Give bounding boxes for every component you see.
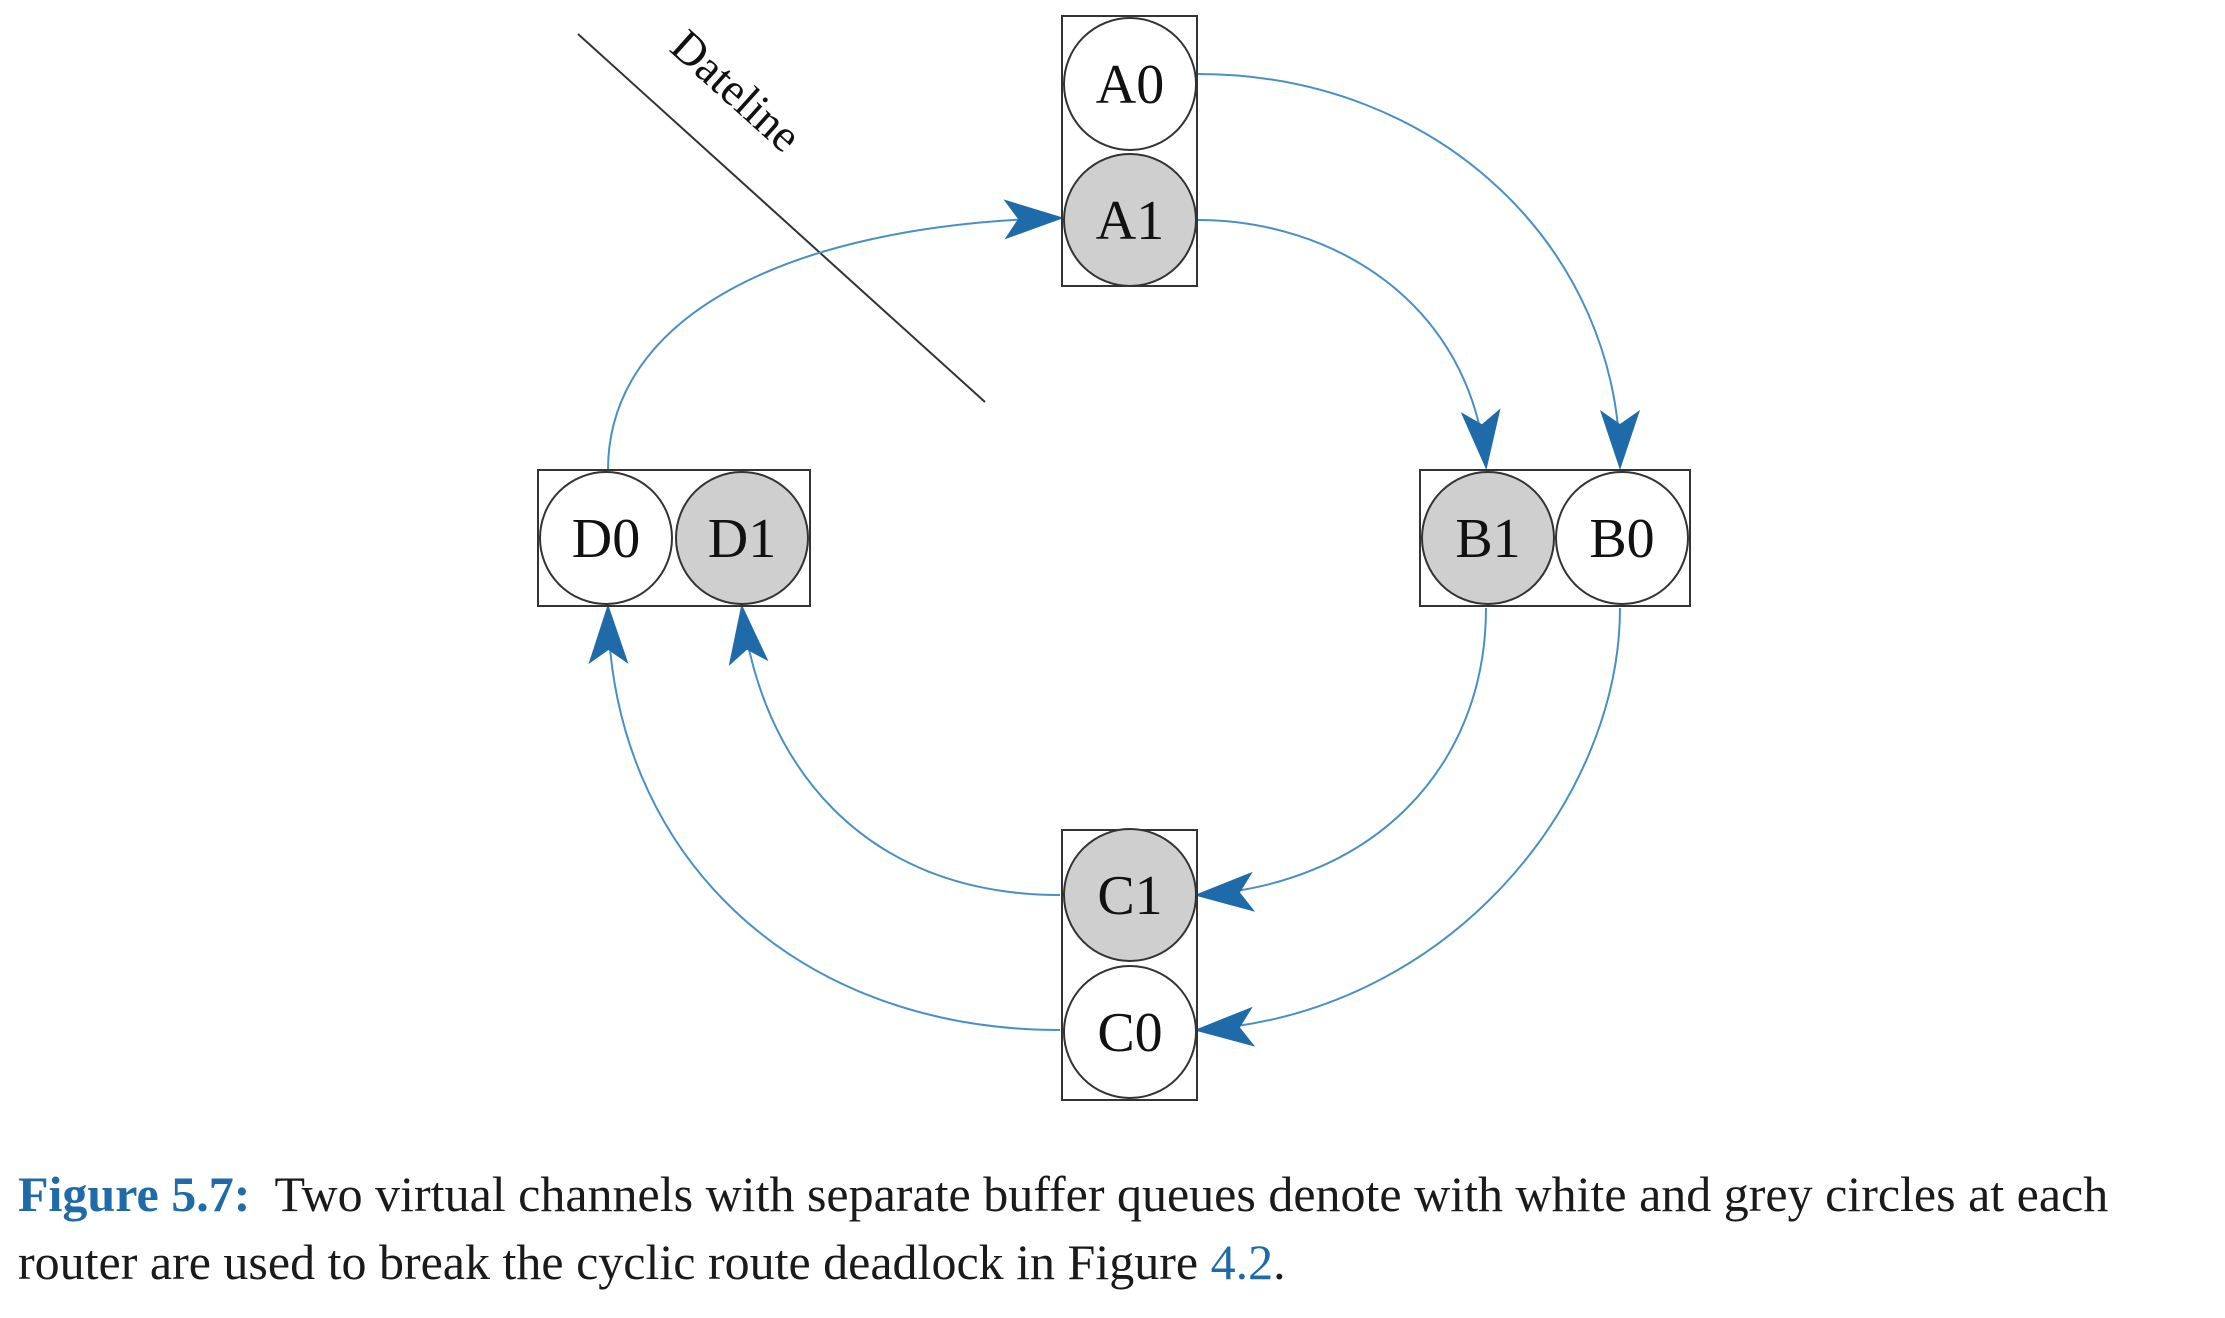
buffer-b1 — [1421, 471, 1555, 605]
buffer-a0-label: A0 — [1096, 54, 1164, 116]
link-b1-to-c1 — [1194, 607, 1487, 912]
link-c0-to-d0 — [588, 604, 1061, 1031]
buffer-c0-label: C0 — [1097, 1002, 1162, 1064]
figure-label: Figure 5.7: — [18, 1166, 251, 1222]
buffer-a1-label: A1 — [1096, 190, 1164, 252]
router-d-box — [537, 469, 811, 607]
figure-reference-link[interactable]: 4.2 — [1210, 1234, 1274, 1290]
router-a: A0 A1 — [1061, 15, 1198, 287]
buffer-b1-label: B1 — [1455, 508, 1520, 570]
buffer-d1-label: D1 — [708, 508, 776, 570]
buffer-c1-label: C1 — [1097, 865, 1162, 927]
buffer-d0 — [539, 471, 673, 605]
virtual-channel-diagram: Dateline A0 A1 B1 B0 C1 C0 D0 D1 — [537, 15, 1691, 1101]
router-c: C1 C0 — [1061, 828, 1198, 1101]
buffer-d0-label: D0 — [572, 508, 640, 570]
buffer-c0 — [1063, 965, 1197, 1099]
link-b0-to-c0 — [1194, 607, 1621, 1047]
buffer-a1 — [1063, 153, 1197, 287]
link-d0-to-a1 — [607, 199, 1064, 471]
router-b-box — [1419, 469, 1691, 607]
link-a0-to-b0 — [1197, 73, 1640, 470]
router-d: D0 D1 — [537, 469, 811, 607]
buffer-c1 — [1063, 828, 1197, 962]
link-c1-to-d1 — [728, 604, 1061, 896]
dateline-line — [577, 33, 986, 403]
buffer-b0 — [1555, 471, 1689, 605]
caption-end: . — [1273, 1234, 1286, 1290]
buffer-a0 — [1063, 17, 1197, 151]
router-b: B1 B0 — [1419, 469, 1691, 607]
buffer-b0-label: B0 — [1589, 508, 1654, 570]
figure-caption: Figure 5.7: Two virtual channels with se… — [18, 1160, 2218, 1296]
dateline-label: Dateline — [661, 20, 811, 162]
caption-text: Two virtual channels with separate buffe… — [18, 1166, 2121, 1290]
link-a1-to-b1 — [1197, 219, 1501, 470]
buffer-d1 — [675, 471, 809, 605]
